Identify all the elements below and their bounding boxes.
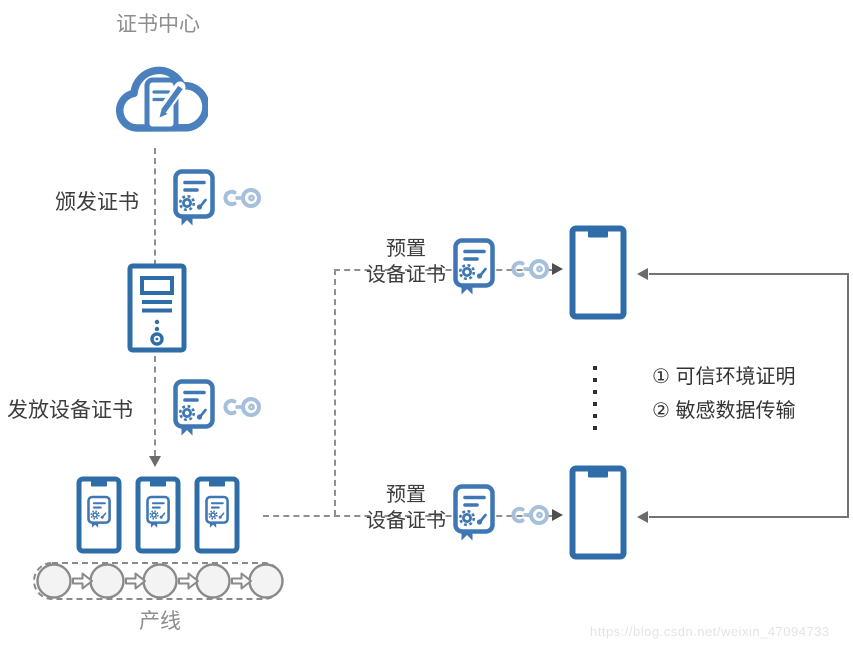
feedback-line-top	[649, 273, 848, 275]
notes: ① 可信环境证明 ② 敏感数据传输	[652, 360, 796, 428]
note-sensitive-data: ② 敏感数据传输	[652, 400, 796, 422]
arrowhead-left-icon	[637, 268, 648, 280]
preset-label-line2: 设备证书	[366, 510, 446, 532]
conveyor-belt-icon	[33, 562, 284, 600]
key-icon	[223, 188, 261, 208]
feedback-line-bottom	[649, 516, 848, 518]
cloud-ca-icon	[115, 66, 208, 132]
feedback-line-vertical	[847, 273, 849, 518]
certificate-icon	[172, 378, 216, 436]
device-phone-icon-bottom	[569, 465, 627, 560]
preset-label-line2: 设备证书	[366, 264, 446, 286]
key-icon	[511, 505, 549, 525]
preset-label-line1: 预置	[386, 484, 426, 506]
ellipsis-dots-icon	[593, 366, 597, 438]
arrowhead-left-icon	[637, 511, 648, 523]
preset-dashed-line-bottom	[263, 515, 553, 517]
phone-with-cert-icon	[194, 476, 240, 554]
preset-dashed-line-top	[334, 269, 553, 271]
server-icon	[127, 263, 187, 353]
certificate-icon	[172, 168, 216, 226]
preset-cert-label-bottom: 预置 设备证书	[354, 482, 458, 534]
certificate-center-label: 证书中心	[116, 13, 200, 36]
preset-dashed-line-vertical	[334, 269, 336, 516]
note-trusted-env: ① 可信环境证明	[652, 366, 796, 388]
preset-label-line1: 预置	[386, 238, 426, 260]
production-line-label: 产线	[139, 610, 181, 633]
issue-cert-dashed-line	[154, 148, 156, 276]
certificate-icon	[452, 237, 496, 295]
arrowhead-down-icon	[149, 456, 161, 467]
arrowhead-right-icon	[552, 263, 563, 275]
distribute-cert-label: 发放设备证书	[7, 399, 133, 422]
phone-with-cert-icon	[76, 476, 122, 554]
key-icon	[511, 259, 549, 279]
arrowhead-right-icon	[552, 509, 563, 521]
preset-cert-label-top: 预置 设备证书	[354, 236, 458, 288]
distribute-cert-dashed-line	[154, 356, 156, 456]
phone-with-cert-icon	[135, 476, 181, 554]
certificate-icon	[452, 483, 496, 541]
key-icon	[223, 397, 261, 417]
issue-cert-label: 颁发证书	[55, 191, 139, 214]
device-phone-icon-top	[569, 225, 627, 320]
watermark-text: https://blog.csdn.net/weixin_47094733	[590, 624, 830, 639]
